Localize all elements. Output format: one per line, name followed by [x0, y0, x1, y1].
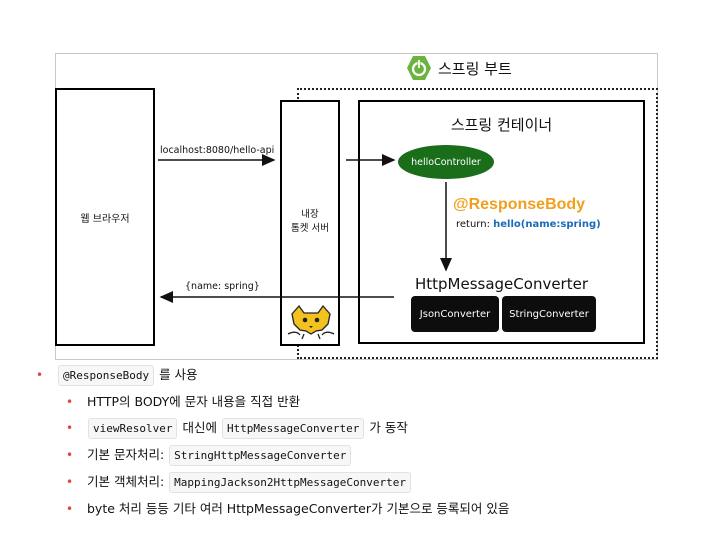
note-response-body: @ResponseBody 를 사용 [30, 362, 710, 389]
note-code-jackson-converter: MappingJackson2HttpMessageConverter [169, 472, 411, 493]
string-converter-box: StringConverter [502, 296, 596, 332]
response-json-label: {name: spring} [185, 281, 260, 292]
return-value: hello(name:spring) [493, 219, 601, 230]
note-text: byte 처리 등등 기타 여러 HttpMessageConverter가 기… [87, 501, 510, 516]
spring-container-box [358, 100, 645, 344]
note-http-body: HTTP의 BODY에 문자 내용을 직접 반환 [30, 389, 710, 415]
note-text: 를 사용 [155, 367, 198, 382]
spring-boot-title: 스프링 부트 [406, 52, 512, 84]
tomcat-cat-icon [287, 304, 335, 340]
note-code-view-resolver: viewResolver [88, 418, 178, 439]
notes-list: @ResponseBody 를 사용 HTTP의 BODY에 문자 내용을 직접… [30, 362, 710, 522]
embedded-tomcat-box: 내장 톰켓 서버 [280, 100, 340, 346]
spring-boot-title-text: 스프링 부트 [438, 59, 512, 78]
note-text: HTTP의 BODY에 문자 내용을 직접 반환 [87, 394, 301, 409]
http-message-converter-title: HttpMessageConverter [414, 275, 588, 293]
note-code-http-message-converter: HttpMessageConverter [221, 418, 365, 439]
response-body-annotation: @ResponseBody [453, 196, 586, 213]
string-converter-label: StringConverter [509, 308, 589, 320]
request-url-label: localhost:8080/hello-api [160, 145, 275, 156]
return-statement: return: hello(name:spring) [456, 219, 601, 230]
note-other-converters: byte 처리 등등 기타 여러 HttpMessageConverter가 기… [30, 496, 710, 522]
note-code-response-body: @ResponseBody [58, 365, 155, 386]
note-text: 기본 객체처리: [87, 474, 169, 489]
web-browser-label: 웹 브라우저 [80, 213, 130, 225]
hello-controller-label: helloController [411, 156, 481, 168]
json-converter-label: JsonConverter [419, 308, 491, 320]
note-view-resolver: viewResolver 대신에 HttpMessageConverter 가 … [30, 415, 710, 442]
note-jackson-converter: 기본 객체처리: MappingJackson2HttpMessageConve… [30, 469, 710, 496]
json-converter-box: JsonConverter [411, 296, 499, 332]
note-text: 대신에 [178, 420, 221, 435]
note-string-converter: 기본 문자처리: StringHttpMessageConverter [30, 442, 710, 469]
return-prefix: return: [456, 219, 494, 230]
tomcat-label: 내장 톰켓 서버 [282, 208, 338, 236]
note-text: 기본 문자처리: [87, 447, 169, 462]
tomcat-label-line2: 톰켓 서버 [291, 223, 329, 234]
note-text: 가 동작 [365, 420, 408, 435]
tomcat-label-line1: 내장 [301, 209, 319, 220]
web-browser-box: 웹 브라우저 [55, 88, 155, 346]
hello-controller-node: helloController [398, 145, 494, 179]
spring-container-title: 스프링 컨테이너 [450, 116, 553, 134]
spring-boot-power-icon [407, 56, 431, 80]
note-code-string-converter: StringHttpMessageConverter [169, 445, 352, 466]
